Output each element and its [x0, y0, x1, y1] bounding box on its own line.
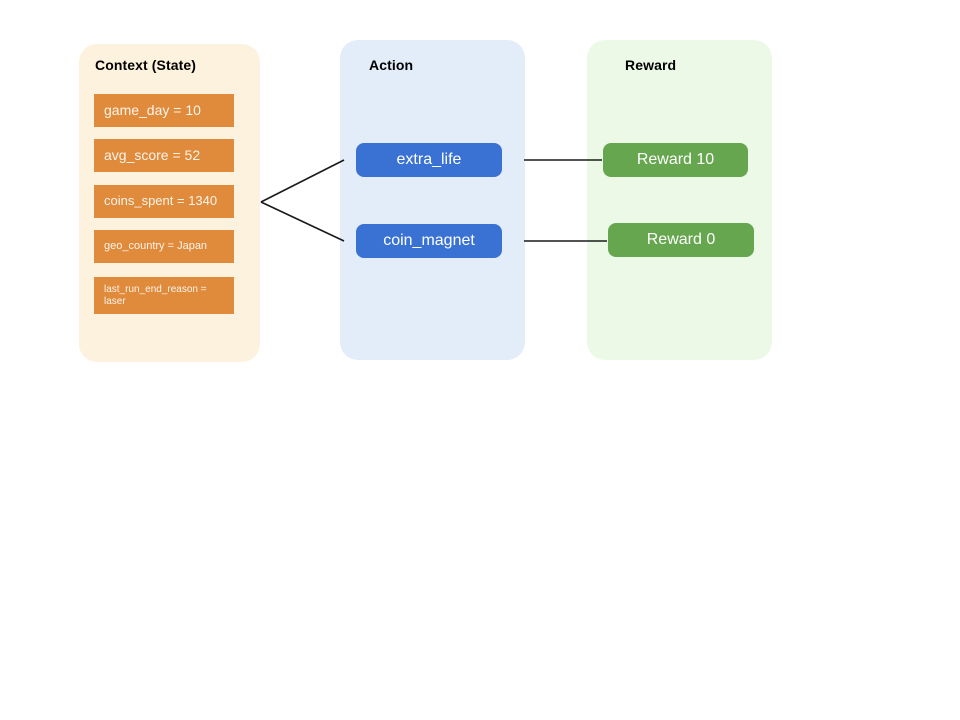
context-item-label: coins_spent = 1340 — [104, 193, 218, 209]
reward-item-reward-0[interactable]: Reward 0 — [608, 223, 754, 257]
context-item-geo-country[interactable]: geo_country = Japan — [94, 230, 234, 263]
action-item-coin-magnet[interactable]: coin_magnet — [356, 224, 502, 258]
reward-item-reward-10[interactable]: Reward 10 — [603, 143, 748, 177]
panel-reward-title: Reward — [625, 57, 677, 73]
panel-reward — [587, 40, 772, 360]
panel-action — [340, 40, 525, 360]
reward-item-label: Reward 10 — [636, 151, 715, 168]
reward-item-label: Reward 0 — [646, 231, 716, 248]
context-item-coins-spent[interactable]: coins_spent = 1340 — [94, 185, 234, 218]
connector-context-to-coin-magnet — [260, 201, 345, 242]
action-item-extra-life[interactable]: extra_life — [356, 143, 502, 177]
context-item-label: last_run_end_reason = laser — [104, 284, 207, 307]
context-item-label: geo_country = Japan — [104, 240, 208, 253]
context-item-label: avg_score = 52 — [104, 146, 201, 163]
panel-context-title: Context (State) — [95, 57, 197, 73]
context-item-avg-score[interactable]: avg_score = 52 — [94, 139, 234, 172]
context-item-last-run-end-reason[interactable]: last_run_end_reason = laser — [94, 277, 234, 314]
action-item-label: extra_life — [396, 151, 462, 168]
action-item-label: coin_magnet — [383, 232, 475, 249]
panel-action-title: Action — [369, 57, 414, 73]
context-item-label: game_day = 10 — [104, 101, 201, 118]
connector-context-to-extra-life — [260, 159, 345, 203]
context-item-game-day[interactable]: game_day = 10 — [94, 94, 234, 127]
